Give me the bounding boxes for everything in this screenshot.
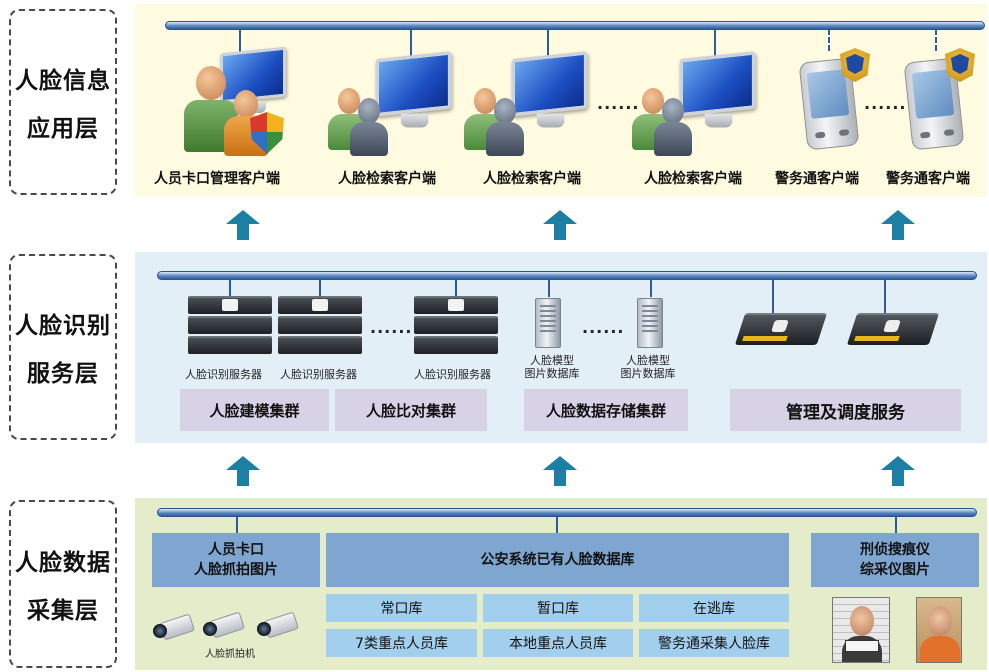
source-header-database: 公安系统已有人脸数据库: [326, 533, 789, 587]
ellipsis: ......: [582, 318, 625, 337]
appliance-icon: [734, 313, 828, 345]
user-icon: [654, 98, 694, 158]
layer-label-collection: 人脸数据 采集层: [9, 500, 117, 668]
bus-connector: [650, 279, 652, 297]
bus-connector: [884, 279, 886, 313]
ellipsis: ......: [597, 94, 640, 113]
server-icon: [278, 296, 362, 356]
source-header-text: 刑侦搜痕仪 综采仪图片: [860, 542, 930, 578]
storage-label: 人脸模型 图片数据库: [614, 354, 682, 380]
source-header-text: 人员卡口 人脸抓拍图片: [194, 542, 278, 578]
user-icon: [486, 98, 526, 158]
server-label: 人脸识别服务器: [280, 368, 357, 381]
client-label: 人脸检索客户端: [483, 171, 581, 187]
server-label: 人脸识别服务器: [185, 368, 262, 381]
cluster-box-matching: 人脸比对集群: [335, 389, 487, 431]
source-header-checkpoint: 人员卡口 人脸抓拍图片: [152, 533, 320, 587]
source-header-forensics: 刑侦搜痕仪 综采仪图片: [811, 533, 979, 587]
client-label: 人脸检索客户端: [644, 171, 742, 187]
camera-icon: [257, 611, 299, 639]
cluster-box-modeling: 人脸建模集群: [180, 389, 329, 431]
camera-icon: [203, 611, 245, 639]
bus-connector: [547, 29, 549, 61]
bus-connector: [410, 29, 412, 61]
ellipsis: ......: [370, 318, 413, 337]
bus-connector: [455, 279, 457, 297]
up-arrow-icon: [881, 456, 915, 486]
storage-label-text: 人脸模型 图片数据库: [524, 354, 580, 380]
cluster-box-management: 管理及调度服务: [730, 389, 961, 431]
application-bus: [165, 21, 985, 30]
database-cell: 警务通采集人脸库: [639, 629, 789, 657]
server-icon: [188, 296, 272, 356]
layer-label-service: 人脸识别 服务层: [9, 254, 117, 440]
ellipsis: ......: [864, 94, 907, 113]
tower-server-icon: [535, 298, 561, 348]
police-badge-icon: [945, 48, 975, 82]
user-icon: [350, 98, 390, 158]
mugshot-icon: [916, 597, 962, 663]
layer-label-application: 人脸信息 应用层: [9, 9, 117, 195]
police-badge-icon: [840, 48, 870, 82]
up-arrow-icon: [543, 210, 577, 240]
collection-bus: [157, 508, 977, 517]
camera-label: 人脸抓拍机: [205, 649, 255, 660]
monitor-icon: [502, 51, 589, 131]
layer-label-line2: 采集层: [27, 598, 99, 624]
client-label: 警务通客户端: [886, 171, 970, 187]
bus-connector: [239, 29, 241, 55]
bus-connector: [229, 279, 231, 297]
storage-label-text: 人脸模型 图片数据库: [620, 354, 676, 380]
up-arrow-icon: [543, 456, 577, 486]
monitor-icon: [670, 51, 757, 131]
database-cell: 暂口库: [483, 594, 633, 622]
client-label: 人员卡口管理客户端: [154, 171, 280, 187]
bus-connector: [319, 279, 321, 297]
bus-connector: [714, 29, 716, 61]
layer-label-line2: 服务层: [27, 361, 99, 387]
layer-label-line1: 人脸信息: [15, 68, 111, 94]
service-bus: [157, 271, 977, 280]
layer-label-line1: 人脸识别: [15, 313, 111, 339]
bus-connector: [772, 279, 774, 313]
wireless-link: [935, 29, 937, 51]
client-label: 警务通客户端: [775, 171, 859, 187]
appliance-icon: [846, 313, 940, 345]
bus-connector: [236, 516, 238, 534]
database-cell: 7类重点人员库: [326, 629, 477, 657]
client-label: 人脸检索客户端: [338, 171, 436, 187]
mugshot-icon: [832, 597, 890, 663]
up-arrow-icon: [881, 210, 915, 240]
bus-connector: [548, 279, 550, 297]
storage-label: 人脸模型 图片数据库: [521, 354, 583, 380]
server-label: 人脸识别服务器: [414, 368, 491, 381]
database-cell: 本地重点人员库: [483, 629, 633, 657]
wireless-link: [828, 29, 830, 51]
up-arrow-icon: [226, 456, 260, 486]
database-cell: 常口库: [326, 594, 477, 622]
monitor-icon: [366, 51, 453, 131]
source-header-text: 公安系统已有人脸数据库: [480, 552, 635, 568]
cluster-box-storage: 人脸数据存储集群: [524, 389, 688, 431]
server-icon: [414, 296, 498, 356]
up-arrow-icon: [226, 210, 260, 240]
camera-icon: [153, 613, 195, 641]
bus-connector: [556, 516, 558, 534]
layer-label-line2: 应用层: [27, 116, 99, 142]
database-cell: 在逃库: [639, 594, 789, 622]
tower-server-icon: [637, 298, 663, 348]
bus-connector: [895, 516, 897, 534]
layer-label-line1: 人脸数据: [15, 550, 111, 576]
